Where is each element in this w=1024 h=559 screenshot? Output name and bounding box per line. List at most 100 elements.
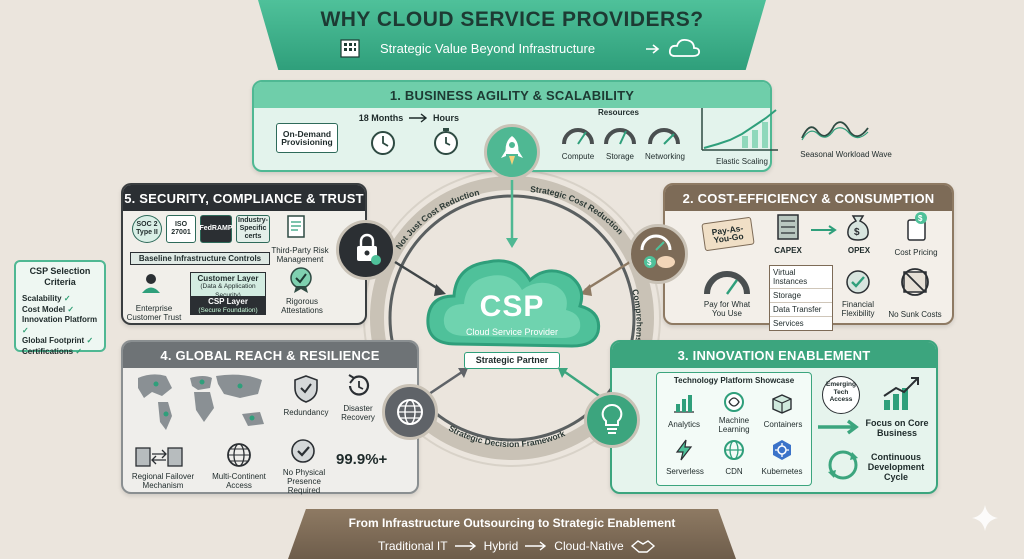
usage-item: Services bbox=[773, 319, 804, 328]
opex-label: OPEX bbox=[847, 246, 871, 255]
criteria-item: Global Footprint ✓ bbox=[22, 336, 94, 345]
svg-text:$: $ bbox=[647, 258, 652, 267]
usage-item: Virtual Instances bbox=[770, 266, 832, 289]
usage-list: Virtual Instances Storage Data Transfer … bbox=[769, 265, 833, 331]
csp-subtitle: Cloud Service Provider bbox=[465, 327, 559, 337]
baseline-label: Baseline Infrastructure Controls bbox=[130, 252, 270, 265]
document-icon bbox=[287, 215, 305, 238]
svg-text:$: $ bbox=[854, 227, 860, 238]
globe-icon bbox=[227, 443, 251, 467]
containers-icon bbox=[772, 394, 792, 414]
resources-label: Resources bbox=[598, 108, 639, 117]
agility-title: 1. BUSINESS AGILITY & SCALABILITY bbox=[254, 82, 770, 108]
analytics-icon bbox=[674, 395, 694, 413]
continuous-label: Continuous Development Cycle bbox=[867, 452, 925, 482]
usage-item: Storage bbox=[770, 289, 832, 303]
on-demand-badge: On-Demand Provisioning bbox=[276, 123, 338, 153]
strategic-partner-badge: Strategic Partner bbox=[464, 352, 560, 369]
pay-for-use-label: Pay for What You Use bbox=[703, 300, 751, 318]
cycle-icon bbox=[828, 450, 858, 480]
cost-title: 2. COST-EFFICIENCY & CONSUMPTION bbox=[665, 185, 952, 211]
no-physical-label: No Physical Presence Required bbox=[282, 468, 326, 495]
cert-iso: ISO 27001 bbox=[166, 215, 196, 243]
cloud-icon bbox=[668, 38, 701, 57]
cert-fedramp: FedRAMP bbox=[199, 215, 233, 243]
innovation-title: 3. INNOVATION ENABLEMENT bbox=[612, 342, 936, 368]
lightbulb-icon bbox=[601, 403, 623, 434]
emerging-tech-badge bbox=[822, 376, 860, 414]
usage-item: Data Transfer bbox=[770, 303, 832, 317]
money-bag-icon: $ bbox=[847, 215, 869, 241]
criteria-item: Cost Model ✓ bbox=[22, 304, 75, 314]
storage-gauge-icon bbox=[604, 128, 636, 145]
cost-pricing-label: Cost Pricing bbox=[894, 248, 938, 257]
seasonal-label: Seasonal Workload Wave bbox=[800, 150, 892, 159]
handshake-icon bbox=[630, 540, 655, 553]
emerging-label: Emerging Tech Access bbox=[826, 381, 856, 403]
csp-cloud bbox=[426, 259, 601, 348]
server-rack-icon bbox=[777, 214, 799, 240]
focus-label: Focus on Core Business bbox=[865, 418, 929, 438]
user-icon bbox=[142, 274, 160, 293]
third-party-label: Third-Party Risk Management bbox=[271, 246, 329, 264]
capex-label: CAPEX bbox=[774, 246, 802, 255]
price-tag-icon: $ bbox=[907, 212, 927, 241]
arrow-right-icon bbox=[811, 225, 837, 235]
uptime-stat: 99.9%+ bbox=[336, 451, 388, 468]
criteria-item: Innovation Platform ✓ bbox=[22, 315, 98, 335]
check-circle-icon bbox=[846, 270, 870, 294]
csp-layer-label: CSP Layer bbox=[190, 296, 266, 306]
no-sunk-label: No Sunk Costs bbox=[888, 310, 942, 319]
security-title: 5. SECURITY, COMPLIANCE & TRUST bbox=[123, 185, 365, 211]
world-map-icon bbox=[138, 374, 264, 430]
rigorous-label: Rigorous Attestations bbox=[281, 297, 323, 315]
sparkle-icon bbox=[972, 505, 998, 531]
failover-label: Regional Failover Mechanism bbox=[131, 472, 195, 490]
criteria-item: Scalability ✓ bbox=[22, 294, 71, 303]
footer-title: From Infrastructure Outsourcing to Strat… bbox=[348, 516, 676, 530]
global-title: 4. GLOBAL REACH & RESILIENCE bbox=[123, 342, 417, 368]
meter-gauge-icon bbox=[704, 271, 750, 295]
machine-learning-icon bbox=[724, 392, 744, 412]
arrow-right-icon bbox=[454, 541, 476, 551]
globe-node-icon bbox=[397, 399, 423, 425]
shield-icon bbox=[294, 375, 318, 403]
piggy-bank-icon: $ bbox=[640, 234, 675, 268]
svg-text:Strategic Cost Reduction: Strategic Cost Reduction bbox=[530, 184, 625, 236]
time-to-label: Hours bbox=[432, 113, 459, 123]
arrow-right-icon bbox=[525, 541, 547, 551]
multi-continent-label: Multi-Continent Access bbox=[212, 472, 266, 490]
no-sunk-cost-icon bbox=[901, 268, 929, 296]
criteria-title: CSP Selection Criteria bbox=[29, 266, 91, 287]
tech-containers-label: Containers bbox=[763, 420, 803, 429]
tech-serverless-label: Serverless bbox=[666, 467, 704, 476]
rocket-icon bbox=[501, 136, 523, 165]
tech-ml-label: Machine Learning bbox=[718, 416, 750, 434]
path-traditional: Traditional IT bbox=[378, 539, 448, 553]
criteria-list: Scalability ✓ Cost Model ✓ Innovation Pl… bbox=[22, 294, 106, 357]
page-subtitle: Strategic Value Beyond Infrastructure bbox=[380, 41, 596, 56]
footer-banner bbox=[288, 509, 736, 559]
header-banner bbox=[258, 0, 766, 70]
csp-layer-sub: (Secure Foundation) bbox=[190, 306, 266, 315]
arrow-right-icon bbox=[409, 113, 428, 123]
csp-title: CSP bbox=[479, 290, 545, 323]
page-title: WHY CLOUD SERVICE PROVIDERS? bbox=[320, 8, 704, 31]
svg-text:$: $ bbox=[918, 214, 923, 223]
cost-node bbox=[628, 224, 688, 284]
tech-showcase-box bbox=[656, 372, 812, 486]
tech-kubernetes-label: Kubernetes bbox=[761, 467, 803, 476]
building-icon bbox=[340, 39, 360, 58]
lock-icon bbox=[357, 233, 381, 265]
gauge-storage-label: Storage bbox=[605, 152, 635, 161]
showcase-title: Technology Platform Showcase bbox=[673, 376, 795, 385]
cert-industry: Industry-Specific certs bbox=[236, 215, 270, 243]
badge-check-icon bbox=[290, 267, 312, 293]
gauge-compute-label: Compute bbox=[561, 152, 595, 161]
serverless-icon bbox=[675, 439, 693, 461]
gauge-networking-label: Networking bbox=[644, 152, 685, 161]
tech-cdn-label: CDN bbox=[725, 467, 743, 476]
footer-path: Traditional IT Hybrid Cloud-Native bbox=[378, 538, 656, 554]
financial-label: Financial Flexibility bbox=[841, 300, 875, 318]
criteria-card bbox=[14, 260, 106, 352]
